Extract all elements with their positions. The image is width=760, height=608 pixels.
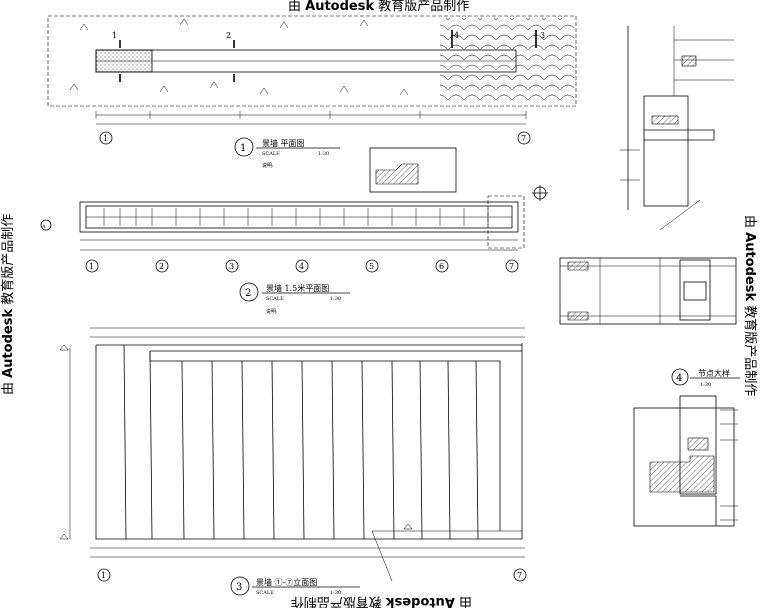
watermark-top-text: 由 Autodesk 教育版产品制作 [288,0,469,14]
plan2-post-marks [103,208,489,226]
plan2-axis-7: 7 [509,262,514,271]
elev-inset-frame [149,350,522,531]
elev-title-block: 3 景墙 ①-⑦立面图 SCALE 1:30 [230,576,360,596]
plan-scale-paving [440,18,574,104]
section-mark-1: 1 [112,31,117,40]
drawing-3-elevation: 1 7 3 景墙 ①-⑦立面图 SCALE 1:30 [59,327,527,596]
plan2-axis-3: 3 [229,262,234,271]
elev-axis-1: 1 [101,571,106,580]
plan2-title-block: 2 景墙 1.5米平面图 SCALE 1:30 说明: [239,282,350,315]
plan-axis-7-label: 7 [521,134,526,143]
plan2-detail-callout [369,147,457,193]
watermark-top: 由 Autodesk 教育版产品制作 [288,0,469,14]
section-mark-2: 2 [226,31,231,40]
plan-title-number: 1 [240,143,246,154]
plan2-scale-label: SCALE [266,296,284,302]
elev-scale: 1:30 [330,590,341,596]
section-detail-middle-right [559,199,737,325]
elev-panel-lines [123,344,479,540]
plan2-title-number: 2 [245,288,251,299]
elev-ground-slope [371,530,522,582]
plan-axis-7-circle [517,131,531,145]
plan-title: 景墙 平面图 [262,138,305,148]
detail4-number: 4 [676,373,682,384]
detail4-scale: 1:30 [700,382,711,388]
watermark-right: 由 Autodesk 教育版产品制作 [742,215,758,396]
elev-title-number-circle [230,576,250,596]
plan2-axis-a-label: A [41,224,46,230]
drawing-1-plan: 1 2 3 4 1 7 1 景墙 平面图 SCALE 1:30 说明: [47,15,577,169]
plan-dimension-line [95,111,527,125]
detail4-number-circle [671,368,689,386]
drawing-2-plan: A 1 2 3 4 5 6 7 2 景墙 1.5米平面图 SCALE 1:30 [40,147,525,315]
plan2-title-number-circle [239,282,259,302]
watermark-left: 由 Autodesk 教育版产品制作 [0,214,16,395]
level-marker-icon [59,344,413,540]
plan-title-number-circle [234,137,254,157]
watermark-bottom: 由 Autodesk 教育版产品制作 [291,594,472,608]
elev-scale-label: SCALE [256,590,274,596]
plan2-axis-5: 5 [369,262,374,271]
plan-axis-1-circle [99,131,113,145]
plan-title-block: 1 景墙 平面图 SCALE 1:30 说明: [234,137,340,169]
plan2-axis-2: 2 [159,262,164,271]
watermark-right-text: 由 Autodesk 教育版产品制作 [742,215,758,396]
plan2-axis-4: 4 [299,262,304,271]
elev-title: 景墙 ①-⑦立面图 [256,577,317,587]
section-mark-3: 3 [540,31,545,40]
detail-4-node: 4 节点大样 1:30 [633,368,740,527]
watermark-bottom-text: 由 Autodesk 教育版产品制作 [291,594,472,608]
plan2-axis-1: 1 [89,262,94,271]
plan2-axis-a-circle [40,219,52,231]
plan-grass-marks [69,18,409,96]
plan2-axis-row: 1 2 3 4 5 6 7 [85,259,519,273]
plan2-title: 景墙 1.5米平面图 [266,283,329,293]
plan-section-marks: 1 2 3 4 [112,30,545,82]
elev-title-number: 3 [236,582,242,593]
north-arrow-icon [532,185,548,201]
section-detail-top-right [620,26,734,210]
watermark-left-text: 由 Autodesk 教育版产品制作 [0,214,16,395]
plan-boundary [47,15,577,107]
detail4-title: 节点大样 [698,368,730,378]
plan2-wall-outline [79,201,519,233]
elev-axis-7: 7 [517,571,522,580]
plan-scale-label: SCALE [262,151,280,157]
plan-scale: 1:30 [318,151,329,157]
elev-outline [95,343,523,540]
plan-note: 说明: [262,162,274,169]
plan2-note: 说明: [266,308,278,315]
plan2-scale: 1:30 [330,296,341,302]
plan2-end-detail [487,195,525,249]
plan-axis-1-label: 1 [103,134,108,143]
section-mark-4: 4 [454,31,459,40]
plan2-axis-6: 6 [439,262,444,271]
